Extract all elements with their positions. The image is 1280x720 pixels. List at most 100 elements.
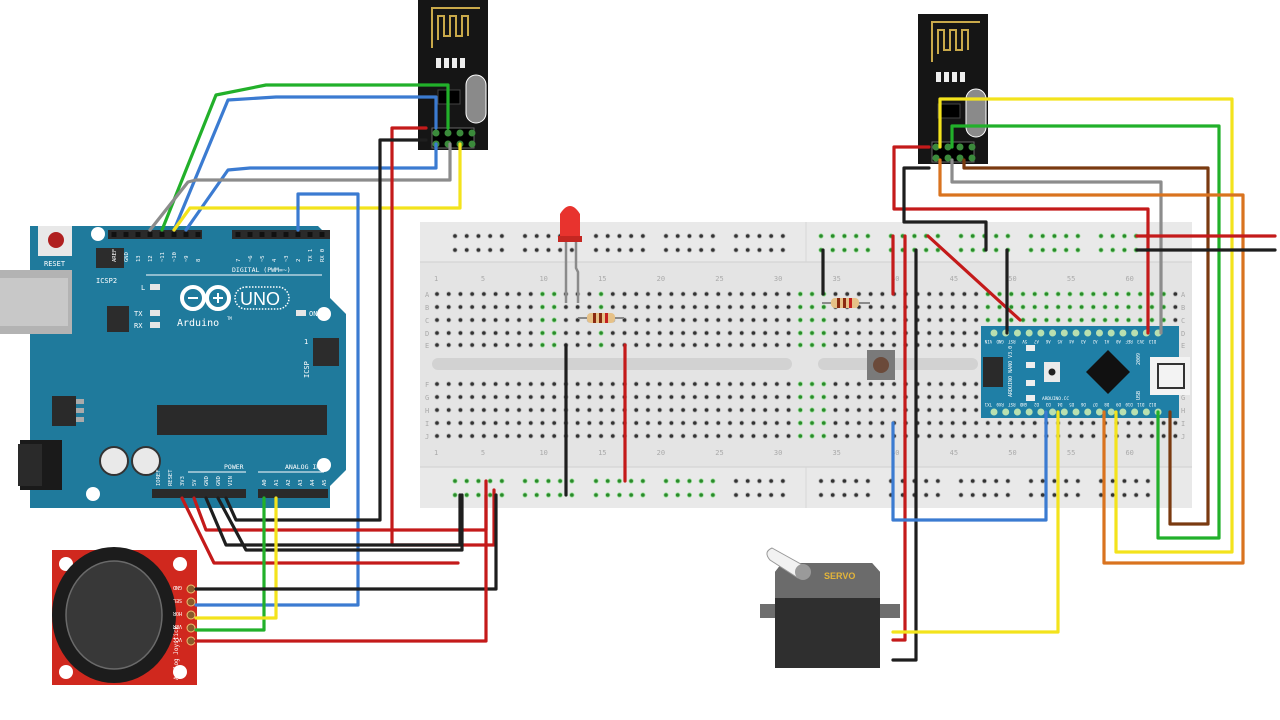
rail-hole[interactable] [452,247,458,253]
nano-pin-gnd[interactable] [1025,408,1033,416]
breadboard-hole[interactable] [645,304,651,310]
nano-pin-ref[interactable] [1131,329,1139,337]
breadboard-hole[interactable] [879,304,885,310]
breadboard-hole[interactable] [856,407,862,413]
breadboard-hole[interactable] [575,433,581,439]
rail-hole[interactable] [1133,492,1139,498]
breadboard-hole[interactable] [457,304,464,310]
rail-hole[interactable] [923,478,929,484]
breadboard-hole[interactable] [1032,304,1038,310]
breadboard-hole[interactable] [739,381,745,387]
breadboard-hole[interactable] [492,407,499,413]
breadboard-hole[interactable] [750,342,757,348]
breadboard-hole[interactable] [1125,291,1132,297]
breadboard-hole[interactable] [727,394,733,400]
breadboard-hole[interactable] [539,330,546,336]
breadboard-hole[interactable] [575,394,581,400]
brown-wire[interactable] [962,158,1210,526]
rail-hole[interactable] [710,233,716,239]
breadboard-hole[interactable] [1008,304,1014,310]
breadboard-hole[interactable] [1090,317,1096,323]
breadboard-hole[interactable] [563,304,569,310]
breadboard-hole[interactable] [645,433,651,439]
breadboard-hole[interactable] [797,433,803,439]
breadboard-hole[interactable] [785,330,792,336]
breadboard-hole[interactable] [446,317,452,323]
rail-hole[interactable] [865,478,871,484]
breadboard-hole[interactable] [1125,433,1132,439]
breadboard-hole[interactable] [832,291,839,297]
breadboard-hole[interactable] [516,407,522,413]
nano-pin-d10[interactable] [1131,408,1139,416]
breadboard-hole[interactable] [586,291,592,297]
breadboard-hole[interactable] [1102,291,1108,297]
breadboard-hole[interactable] [762,394,768,400]
breadboard-hole[interactable] [797,304,803,310]
breadboard-hole[interactable] [504,394,510,400]
rail-hole[interactable] [487,478,493,484]
breadboard-hole[interactable] [856,381,862,387]
breadboard-hole[interactable] [657,304,663,310]
breadboard-hole[interactable] [692,433,698,439]
breadboard-hole[interactable] [762,304,768,310]
breadboard-hole[interactable] [668,420,675,426]
breadboard-hole[interactable] [516,330,522,336]
rail-hole[interactable] [499,492,505,498]
rail-hole[interactable] [970,492,976,498]
breadboard-hole[interactable] [739,407,745,413]
breadboard-hole[interactable] [1149,317,1155,323]
breadboard-hole[interactable] [539,342,546,348]
breadboard-hole[interactable] [1114,317,1120,323]
breadboard-hole[interactable] [832,317,839,323]
breadboard-hole[interactable] [528,342,534,348]
nano-pin-d7[interactable] [1095,408,1103,416]
nano-pin-a3[interactable] [1084,329,1092,337]
breadboard-hole[interactable] [516,420,522,426]
breadboard-hole[interactable] [715,317,721,323]
nano-pin-d5[interactable] [1072,408,1080,416]
nano-pin-a1[interactable] [1107,329,1115,337]
breadboard-hole[interactable] [856,342,862,348]
rail-hole[interactable] [853,247,859,253]
breadboard-hole[interactable] [785,394,792,400]
breadboard-hole[interactable] [985,304,991,310]
breadboard-hole[interactable] [844,394,850,400]
breadboard-hole[interactable] [832,394,839,400]
rail-hole[interactable] [853,233,859,239]
breadboard-hole[interactable] [586,342,592,348]
breadboard-hole[interactable] [668,330,675,336]
rail-hole[interactable] [830,478,836,484]
breadboard-hole[interactable] [891,304,897,310]
breadboard-hole[interactable] [492,420,499,426]
breadboard-hole[interactable] [469,407,475,413]
breadboard-hole[interactable] [774,317,780,323]
breadboard-hole[interactable] [633,304,639,310]
breadboard-hole[interactable] [1090,433,1096,439]
rail-hole[interactable] [1063,478,1069,484]
breadboard-hole[interactable] [1149,304,1155,310]
rail-hole[interactable] [1005,233,1011,239]
rail-hole[interactable] [970,478,976,484]
breadboard-hole[interactable] [528,317,534,323]
breadboard-hole[interactable] [1008,433,1014,439]
breadboard-hole[interactable] [504,291,510,297]
rail-hole[interactable] [911,233,918,239]
breadboard-hole[interactable] [492,304,499,310]
rail-hole[interactable] [1063,247,1069,253]
breadboard-hole[interactable] [950,342,956,348]
rail-hole[interactable] [970,247,976,253]
breadboard-hole[interactable] [680,317,686,323]
breadboard-hole[interactable] [856,394,862,400]
breadboard-hole[interactable] [1020,291,1026,297]
nano-pin-a4[interactable] [1072,329,1080,337]
pushbutton-cap[interactable] [873,357,889,373]
breadboard-hole[interactable] [434,420,440,426]
breadboard-hole[interactable] [739,291,745,297]
breadboard-hole[interactable] [809,433,815,439]
rail-hole[interactable] [675,233,681,239]
rail-hole[interactable] [616,247,623,253]
breadboard-hole[interactable] [961,394,968,400]
breadboard-hole[interactable] [446,433,452,439]
breadboard-hole[interactable] [703,330,710,336]
breadboard-hole[interactable] [504,342,510,348]
